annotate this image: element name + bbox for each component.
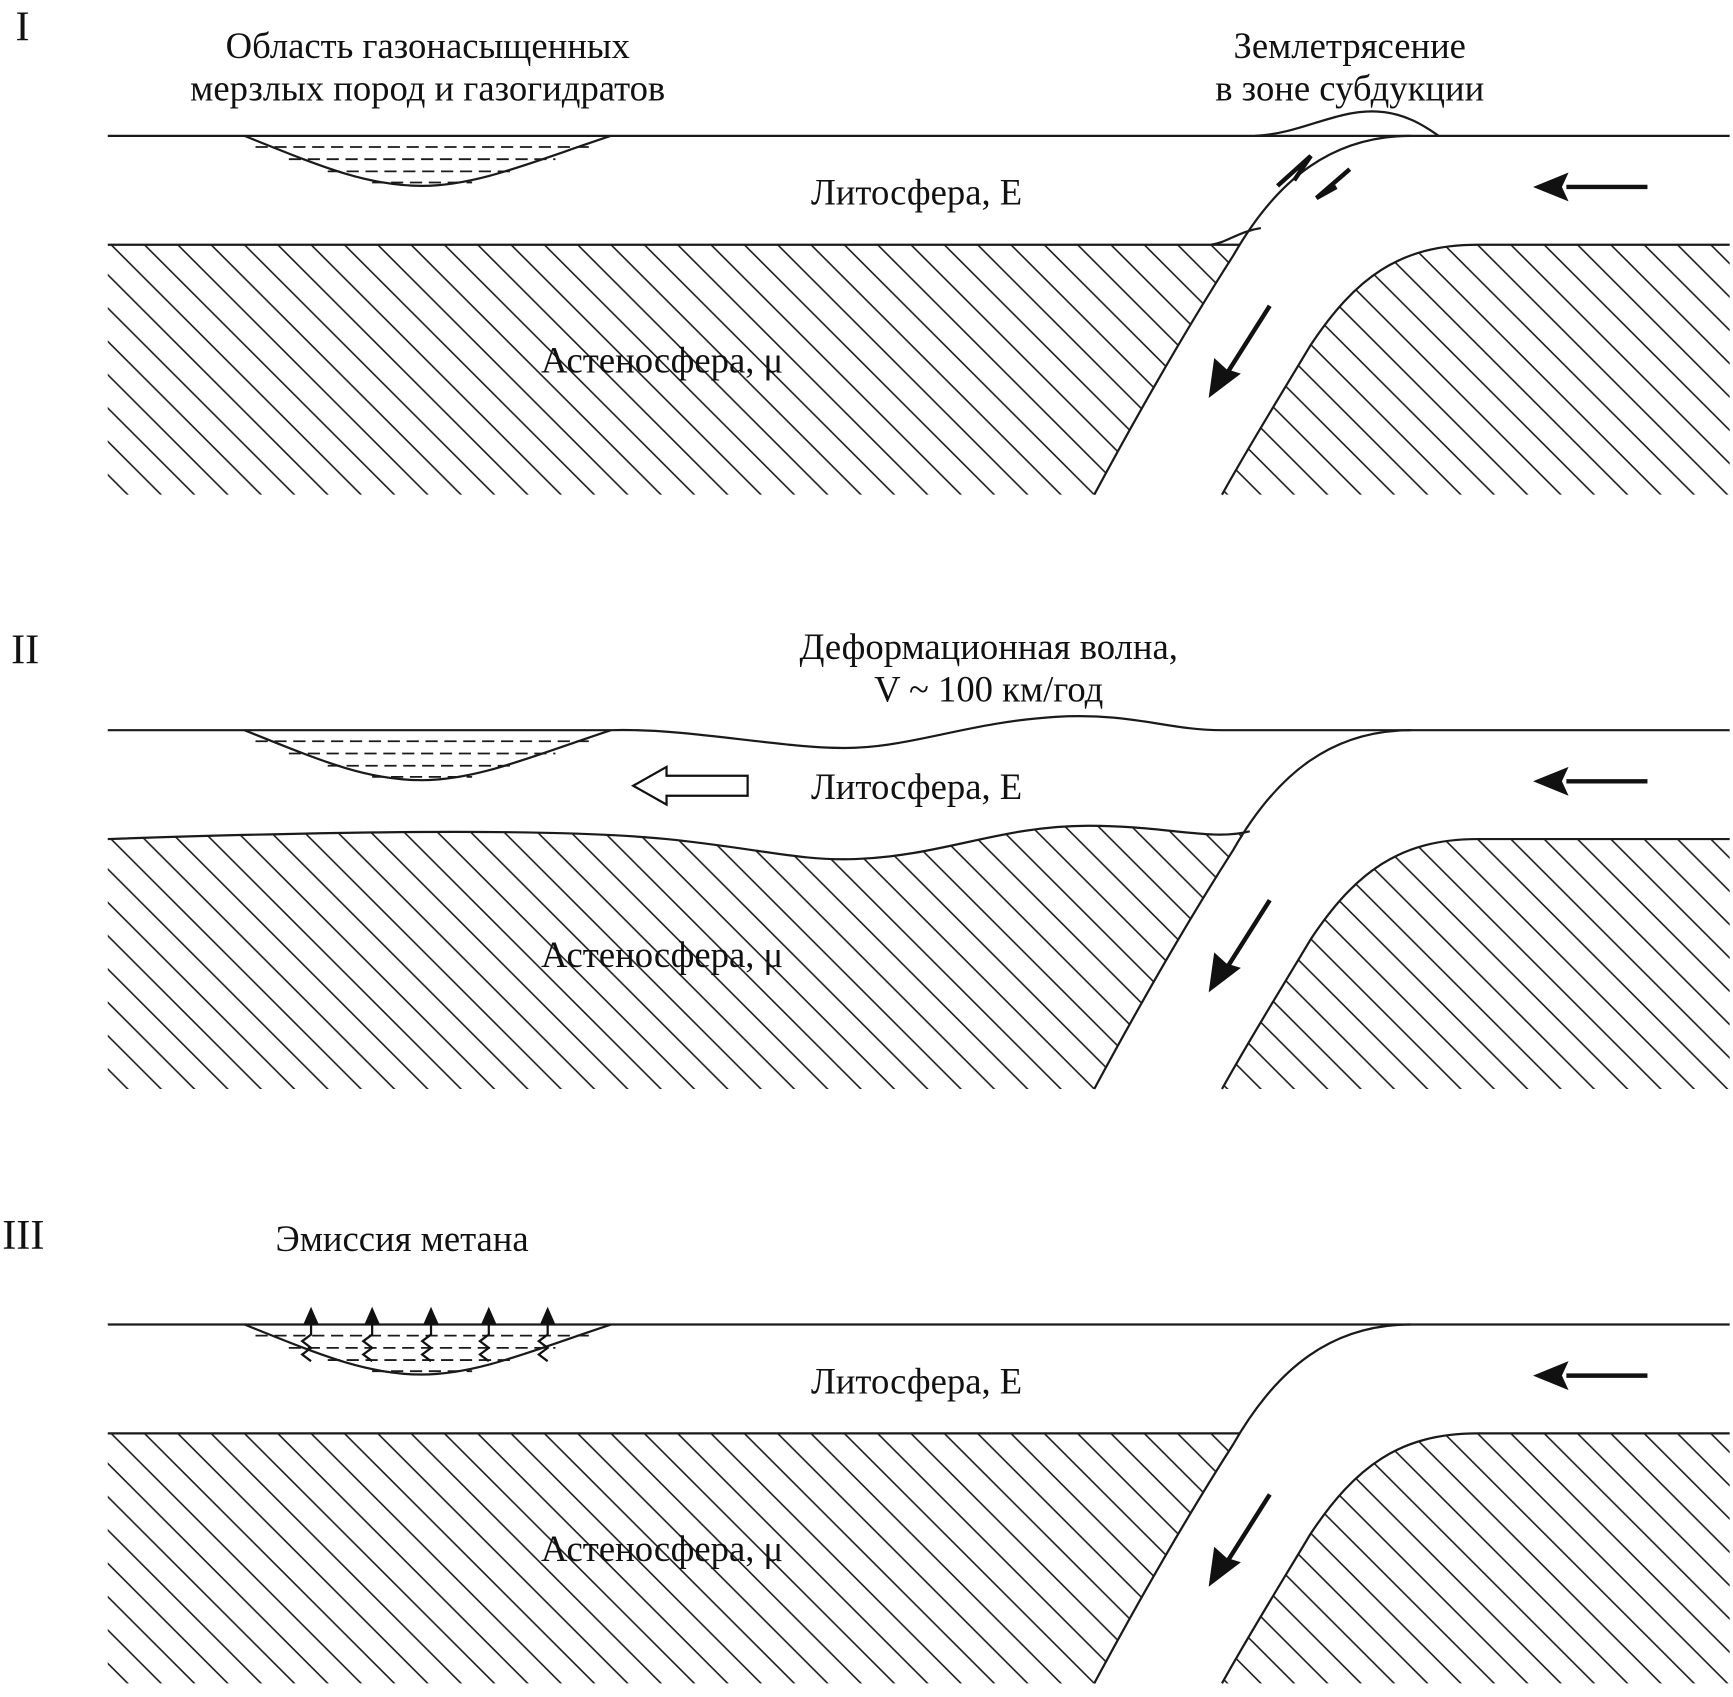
methane-bubble-path xyxy=(536,1311,550,1363)
arrow-head-icon xyxy=(1533,766,1569,796)
arrow-head-icon xyxy=(1208,358,1241,399)
arrow-head-icon xyxy=(1208,1546,1241,1587)
gas-basin-outline xyxy=(243,729,612,782)
arrow-head-icon xyxy=(1533,1361,1569,1391)
asthenosphere-left xyxy=(107,244,1240,495)
asthenosphere-left xyxy=(107,825,1250,1090)
lithosphere-base-left xyxy=(107,824,1251,861)
lithosphere-label: Литосфера, E xyxy=(811,1360,1022,1401)
asthenosphere-left xyxy=(107,1433,1240,1684)
gas-region-label-line1: Область газонасыщенных xyxy=(226,25,630,66)
fault-slip-arrow-up xyxy=(1276,154,1313,188)
slab-lower-surface xyxy=(1221,837,1478,1090)
methane-arrow-icon xyxy=(481,1306,497,1325)
asthenosphere-right xyxy=(1221,244,1730,495)
panel-earthquake: I Область газонасыщенных мерзлых пород и… xyxy=(16,3,1730,496)
accretion-wedge xyxy=(1210,226,1262,246)
lithosphere-label: Литосфера, E xyxy=(811,766,1022,807)
earthquake-label-line1: Землетрясение xyxy=(1234,25,1466,66)
slab-upper-surface xyxy=(1093,134,1411,496)
wave-label-line1: Деформационная волна, xyxy=(799,626,1177,667)
gas-region-label-line2: мерзлых пород и газогидратов xyxy=(190,67,665,108)
slab-upper-surface xyxy=(1093,1323,1411,1684)
methane-bubble-path xyxy=(300,1311,313,1363)
gas-basin-outline xyxy=(243,134,612,187)
asthenosphere-right xyxy=(1221,839,1730,1090)
gas-basin xyxy=(244,730,611,781)
asthenosphere-label: Астеносфера, μ xyxy=(541,1528,783,1569)
arrow-head-icon xyxy=(1208,952,1241,993)
panel-number: III xyxy=(2,1212,44,1259)
methane-arrow-icon xyxy=(539,1306,556,1325)
methane-bubble-path xyxy=(420,1311,433,1363)
earthquake-bulge xyxy=(1255,110,1440,137)
methane-arrow-icon xyxy=(364,1306,380,1325)
methane-label: Эмиссия метана xyxy=(276,1218,529,1259)
panel-number: I xyxy=(16,3,30,50)
earthquake-label-line2: в зоне субдукции xyxy=(1215,67,1484,108)
panel-number: II xyxy=(11,627,39,674)
slab-lower-surface xyxy=(1221,1432,1478,1684)
fault-slip-arrow-down xyxy=(1314,167,1352,201)
lithosphere-label: Литосфера, E xyxy=(811,172,1022,213)
arrow-head-icon xyxy=(1533,172,1569,202)
asthenosphere-right xyxy=(1221,1433,1730,1684)
gas-basin xyxy=(244,135,611,186)
subduction-arrow xyxy=(1225,304,1272,374)
lithosphere-top xyxy=(107,715,1730,750)
wave-label-line2: V ~ 100 км/год xyxy=(874,668,1103,709)
wave-direction-arrow-hollow xyxy=(630,764,749,807)
asthenosphere-label: Астеносфера, μ xyxy=(541,339,783,380)
methane-bubble-path xyxy=(361,1311,375,1363)
slab-upper-surface xyxy=(1093,729,1411,1090)
methane-arrow-icon xyxy=(423,1306,439,1325)
methane-arrow-icon xyxy=(303,1306,319,1325)
panel-methane-emission: III Эмиссия метана Литосфера, E Астеносфе… xyxy=(2,1212,1730,1684)
panel-deformation-wave: II Деформационная волна, V ~ 100 км/год … xyxy=(11,626,1730,1090)
subduction-arrow xyxy=(1225,1493,1272,1563)
subduction-arrow xyxy=(1225,898,1272,968)
slab-lower-surface xyxy=(1221,243,1478,496)
asthenosphere-label: Астеносфера, μ xyxy=(541,934,783,975)
methane-bubble-path xyxy=(478,1311,491,1363)
